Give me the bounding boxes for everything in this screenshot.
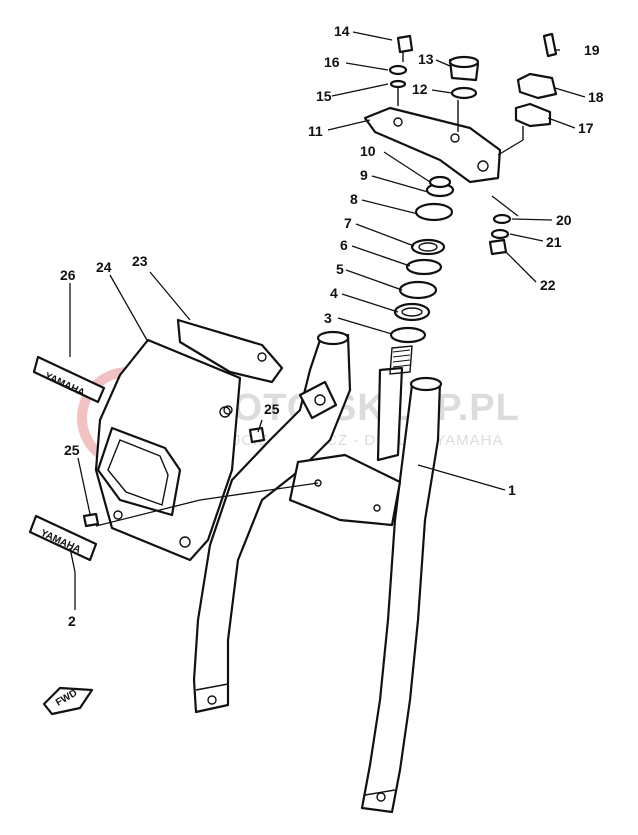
callout-11: 11: [308, 123, 323, 139]
callout-8: 8: [350, 191, 358, 207]
callouts: 1 2 3 4 5 6 7 8 9 10 11 12 13 14 15 16 1…: [60, 23, 604, 629]
callout-4: 4: [330, 285, 338, 301]
leader-lines: [69, 31, 586, 610]
screws-part-25: [82, 405, 266, 528]
callout-23: 23: [132, 253, 148, 269]
visor-part-23: [176, 318, 284, 384]
part-6-race: [405, 258, 443, 276]
watermark-main-text: MOTO-SKLEP.PL: [200, 387, 520, 429]
callout-17: 17: [578, 120, 594, 136]
callout-2: 2: [68, 613, 76, 629]
part-8-cover: [414, 202, 454, 222]
callout-15: 15: [316, 88, 332, 104]
callout-22: 22: [540, 277, 556, 293]
part-4-bearing: [393, 302, 431, 322]
callout-1: 1: [508, 482, 516, 498]
callout-24: 24: [96, 259, 112, 275]
upper-bracket-part-11: [363, 106, 502, 184]
callout-26: 26: [60, 267, 76, 283]
frame-part-1: [192, 330, 443, 814]
callout-16: 16: [324, 54, 340, 70]
top-small-parts: [388, 32, 558, 256]
callout-14: 14: [334, 23, 350, 39]
callout-18: 18: [588, 89, 604, 105]
steering-stack: [389, 175, 455, 344]
part-3-ring: [389, 326, 427, 344]
callout-12: 12: [412, 81, 428, 97]
headlight-cover-part-24: [94, 338, 242, 562]
callout-3: 3: [324, 310, 332, 326]
callout-25-left: 25: [64, 442, 80, 458]
callout-5: 5: [336, 261, 344, 277]
callout-6: 6: [340, 237, 348, 253]
callout-20: 20: [556, 212, 572, 228]
part-10-washer: [428, 175, 452, 189]
callout-19: 19: [584, 42, 600, 58]
part-5-race: [398, 280, 438, 300]
callout-7: 7: [344, 215, 352, 231]
decal-26: YAMAHA: [32, 355, 106, 404]
callout-9: 9: [360, 167, 368, 183]
callout-21: 21: [546, 234, 562, 250]
part-7-bearing: [410, 238, 446, 256]
callout-13: 13: [418, 51, 434, 67]
fwd-direction-tag: FWD: [42, 686, 94, 716]
callout-10: 10: [360, 143, 376, 159]
callout-25-right: 25: [264, 401, 280, 417]
